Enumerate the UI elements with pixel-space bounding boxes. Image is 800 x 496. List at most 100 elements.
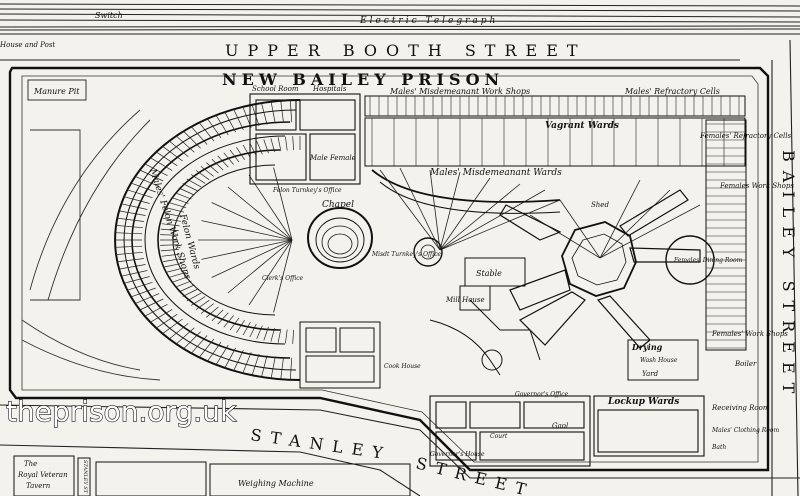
felon-cell-line [285,136,288,151]
felon-yard-wall [248,239,293,306]
watermark-text: theprison.org.uk [6,395,237,428]
felon-cell-line [135,176,160,187]
weighing-machine-label: Weighing Machine [238,479,314,488]
felon-cell-line [175,327,195,345]
bailey-street-label: BAILEY STREET [779,150,798,402]
right-cells-divisions [706,123,746,349]
males-misdemeanant-work-shops-label: Males' Misdemeanant Work Shops [389,87,530,96]
felon-cell-line [186,292,202,302]
felon-cell-line [206,306,219,318]
felon-cell-line [124,196,150,204]
felon-cell-line [191,126,208,145]
hub-yard-wall [439,171,461,251]
felon-cell-line [127,281,153,291]
female-octagon-inner [571,233,627,286]
felon-cell-line [175,280,192,288]
felon-cell-line [162,146,183,162]
prison-boundary-wall [8,66,770,472]
stable-building [464,257,526,287]
felon-cell-line [171,276,189,283]
manure-pit-label: Manure Pit [33,87,80,96]
school-room-label: School Room [252,85,299,93]
felon-cell-line [169,202,187,209]
stanley-st-small-label: STANLEY ST [82,460,88,494]
felon-cell-line [117,258,144,263]
felon-cell-line [270,101,276,124]
female-wings [499,189,701,349]
felon-cell-line [211,158,224,171]
bottom-left-buildings [13,455,411,496]
hub-yard-wall [399,167,441,251]
bailey-street-road [771,39,799,496]
drying-label: Drying [631,342,663,352]
railway-lines [0,3,800,31]
wash-house-building [627,339,699,381]
felon-cell-line [289,100,293,123]
mill-house-area [429,285,541,376]
hospital-block [249,93,361,185]
felon-cell-line [206,162,219,174]
misdt-turnkeys-office-label: Misdt Turnkey's Office [371,251,442,258]
felon-cell-line [183,331,201,350]
felon-cell-line [139,298,164,311]
hub-yard-wall [439,189,546,251]
felon-cell-line [182,288,198,297]
felon-cell-line [160,234,179,236]
felon-cell-line [164,212,183,218]
felon-yard-wall [248,174,293,241]
felon-cell-line [166,207,185,213]
felon-cell-line [178,284,195,293]
felon-cell-line [130,287,156,298]
hub-yard-wall [429,169,441,251]
felon-cell-line [175,192,192,200]
felon-cell-line [256,140,263,155]
felon-cell-line [215,115,229,136]
female-octagon-hub [561,221,637,297]
felon-turnkeys-office-label: Felon Turnkey's Office [272,187,342,194]
felon-cell-line [144,303,168,317]
felon-cell-line [139,169,164,182]
felon-cell-line [168,140,189,157]
felon-cell-line [166,267,185,273]
hub-yard-wall [599,179,641,259]
felon-cell-line [207,341,222,362]
felon-cell-line [223,315,234,328]
felon-cell-line [160,244,179,246]
felon-cell-line [160,228,179,231]
felon-cell-divisions [115,100,301,380]
felon-cell-line [191,296,206,306]
felon-cell-line [229,149,240,163]
felon-cell-line [121,203,148,210]
hospitals-label: Hospitals [312,85,347,93]
misdemeanant-workshops [364,95,746,167]
felon-cell-line [169,271,187,278]
shed-label: Shed [591,201,609,209]
hub-yard-wall [439,183,521,251]
felon-cell-line [130,182,156,193]
felon-cell-line [124,276,150,284]
felon-cell-line [161,253,180,257]
felon-cell-line [270,138,275,153]
females-work-shops-label-upper: Females Work Shops [719,182,794,190]
felon-cell-line [144,163,168,177]
hub-yard-wall [439,199,561,251]
felon-cell-line [195,170,210,181]
felon-cell-line [285,329,288,344]
upper-booth-street-label: UPPER BOOTH STREET [225,41,587,60]
hub-yard-wall [439,177,491,251]
drive-paths [21,109,161,381]
felon-cell-line [242,144,251,158]
felon-cell-line [223,152,234,165]
felon-yard-wall [201,239,293,260]
felon-cell-line [178,187,195,196]
females-dining-room-label: Females' Dining Room [673,257,743,264]
lockup-wards-label: Lockup Wards [607,397,679,407]
females-refractory-cells-label: Females' Refractory Cells [699,132,792,140]
felon-cell-line [280,100,284,123]
felon-cell-line [215,344,229,365]
felon-cell-line [198,338,215,358]
felon-yard-walls [198,167,293,313]
felon-cell-line [229,317,240,331]
